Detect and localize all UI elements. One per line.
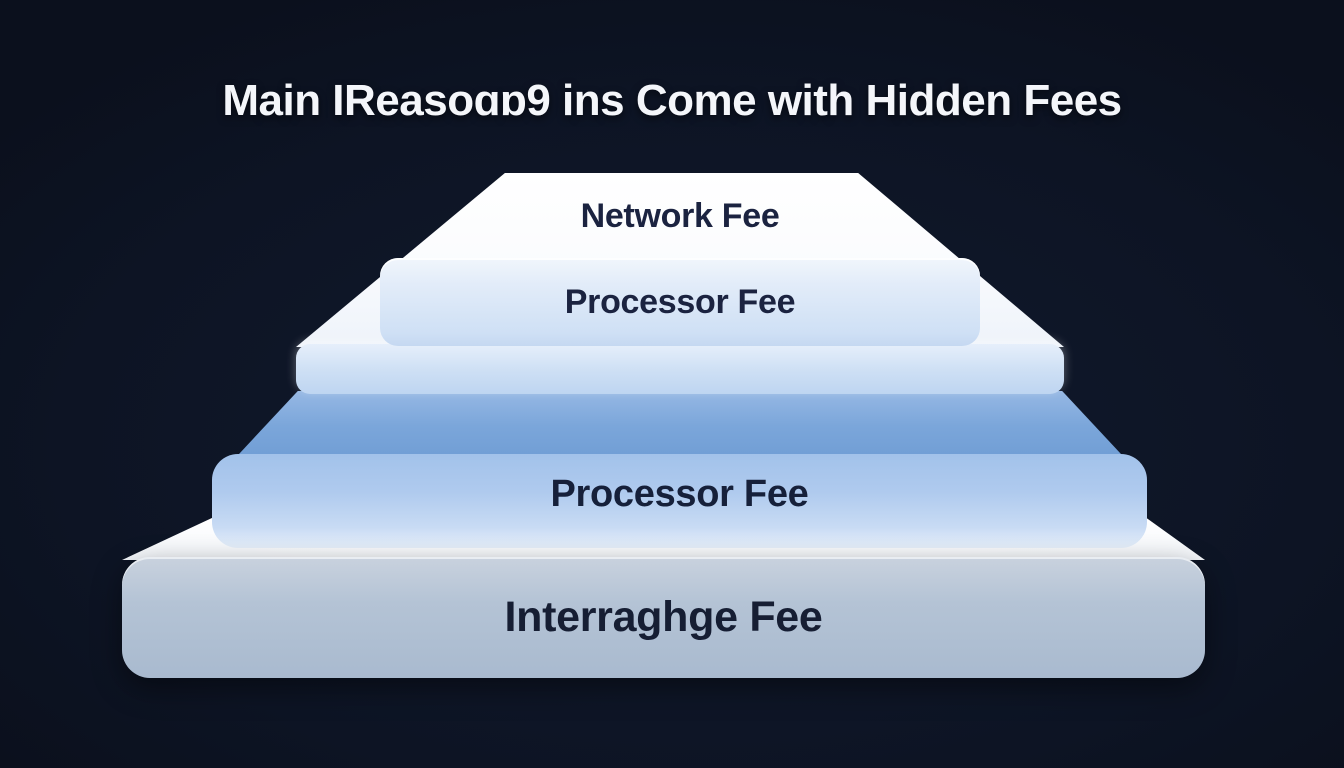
pyramid-tier-processor-fee-upper: Processor Fee [380, 258, 980, 346]
pyramid-tier-interchange-fee: Interraghge Fee [122, 557, 1205, 678]
tier-label-processor-fee-upper: Processor Fee [564, 282, 796, 321]
tier-label-network-fee: Network Fee [580, 197, 780, 235]
tier-label-interchange-fee: Interraghge Fee [504, 593, 823, 641]
page-title: Main IReasoɑɒ9 ins Come with Hidden Fees [222, 76, 1122, 125]
pyramid-tier-processor-fee-lower-topface [296, 344, 1064, 394]
pyramid-tier-processor-fee-lower: Processor Fee [212, 454, 1147, 548]
tier-label-processor-fee-lower: Processor Fee [550, 472, 809, 515]
